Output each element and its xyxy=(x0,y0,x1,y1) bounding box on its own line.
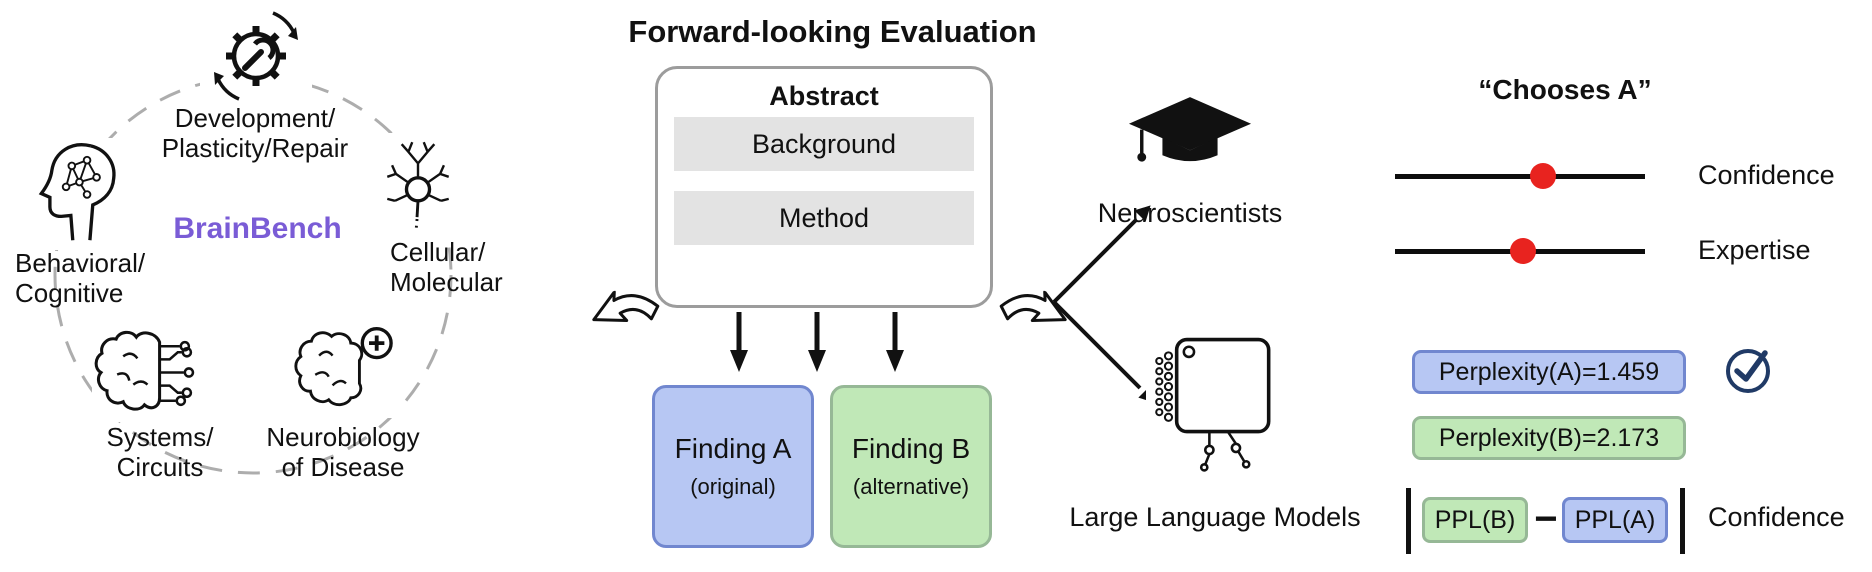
abstract-section-method: Method xyxy=(674,191,974,245)
llms-label: Large Language Models xyxy=(1069,502,1361,532)
confidence-label: Confidence xyxy=(1698,160,1835,190)
brain-disease-icon xyxy=(288,322,403,418)
neuron-icon xyxy=(370,133,466,235)
confidence-slider xyxy=(1395,162,1645,192)
gear-wrench-icon xyxy=(200,6,312,106)
category-label-cellular: Cellular/ Molecular xyxy=(390,237,503,298)
finding-b-label: Finding B xyxy=(851,433,971,464)
finding-b-sublabel: (alternative) xyxy=(852,474,970,499)
formula-confidence-label: Confidence xyxy=(1708,502,1845,532)
neuroscientists-label: Neuroscientists xyxy=(1097,198,1283,228)
finding-a-card: Finding A (original) xyxy=(652,385,814,548)
minus-sign: − xyxy=(1534,496,1558,541)
check-circle-icon xyxy=(1722,342,1778,398)
abstract-card: Abstract Background Method xyxy=(655,66,993,308)
chooses-a-text: “Chooses A” xyxy=(1478,74,1652,105)
perplexity-a-badge: Perplexity(A)=1.459 xyxy=(1412,350,1686,394)
finding-a-sublabel: (original) xyxy=(690,474,776,499)
ppl-b-chip: PPL(B) xyxy=(1422,497,1528,543)
graduation-cap-icon xyxy=(1126,90,1254,182)
finding-a-label: Finding A xyxy=(674,433,792,464)
evaluation-title: Forward-looking Evaluation xyxy=(628,14,1037,49)
finding-b-card: Finding B (alternative) xyxy=(830,385,992,548)
curve-arrow-right-icon xyxy=(999,290,1067,323)
confidence-slider-track xyxy=(1395,174,1645,179)
chip-icon xyxy=(1146,332,1284,478)
down-arrow-icon xyxy=(808,312,826,372)
category-label-disease: Neurobiology of Disease xyxy=(266,422,420,483)
brain-circuit-icon xyxy=(92,326,210,422)
head-brain-icon xyxy=(28,138,128,250)
perplexity-b-badge: Perplexity(B)=2.173 xyxy=(1412,416,1686,460)
curve-arrow-left-icon xyxy=(592,290,660,323)
category-label-development: Development/ Plasticity/Repair xyxy=(161,103,349,164)
abs-bar-left xyxy=(1406,488,1411,554)
down-arrow-icon xyxy=(886,312,904,372)
ppl-a-chip: PPL(A) xyxy=(1562,497,1668,543)
brainbench-title: BrainBench xyxy=(173,212,342,245)
category-label-behavioral: Behavioral/ Cognitive xyxy=(15,248,146,309)
down-arrow-icon xyxy=(730,312,748,372)
expertise-label: Expertise xyxy=(1698,235,1811,265)
expertise-slider-dot xyxy=(1509,238,1536,264)
expertise-slider xyxy=(1395,237,1645,267)
confidence-slider-dot xyxy=(1529,163,1556,189)
abstract-title: Abstract xyxy=(769,81,879,111)
abstract-section-background: Background xyxy=(674,117,974,171)
abs-bar-right xyxy=(1680,488,1685,554)
category-label-systems: Systems/ Circuits xyxy=(106,422,214,483)
